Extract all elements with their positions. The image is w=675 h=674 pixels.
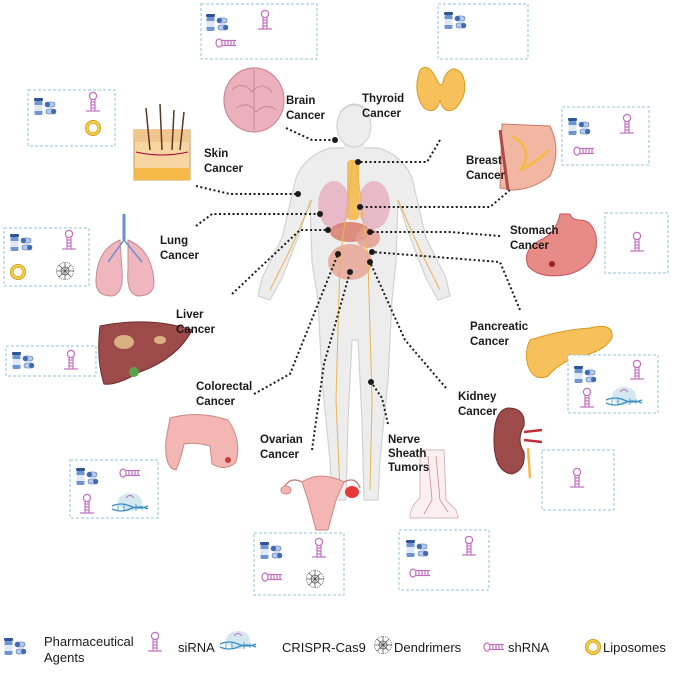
liver-illustration bbox=[98, 321, 193, 385]
treatment-box-stomach bbox=[604, 212, 669, 274]
marker-kidney bbox=[367, 259, 373, 265]
connector-skin bbox=[195, 185, 298, 195]
marker-stomach bbox=[367, 229, 373, 235]
marker-liver bbox=[325, 227, 331, 233]
uterus-illustration bbox=[280, 475, 361, 531]
human-body-illustration bbox=[257, 103, 451, 501]
marker-thyroid bbox=[355, 159, 361, 165]
marker-colon bbox=[335, 251, 341, 257]
treatment-box-liver bbox=[5, 345, 97, 377]
skin-illustration bbox=[133, 103, 191, 181]
marker-skin bbox=[295, 191, 301, 197]
connector-ovarian bbox=[311, 271, 351, 451]
lung-illustration bbox=[95, 214, 155, 297]
legend-liposomes-label: Liposomes bbox=[603, 640, 666, 655]
connector-stomach bbox=[370, 231, 501, 237]
treatment-box-colorectal bbox=[69, 459, 159, 519]
pill-bottle-icon bbox=[3, 637, 27, 656]
shrna-icon bbox=[483, 642, 505, 652]
thyroid-illustration bbox=[416, 66, 466, 112]
legend-crispr: CRISPR-Cas9 bbox=[219, 630, 366, 655]
legend-liposomes: Liposomes bbox=[585, 639, 666, 655]
kidney-illustration bbox=[493, 407, 543, 479]
treatment-box-kidney bbox=[541, 449, 615, 511]
dendrimer-icon bbox=[374, 636, 392, 654]
legend-dendrimers-label: Dendrimers bbox=[394, 640, 462, 655]
marker-brain bbox=[332, 137, 338, 143]
stomach-illustration bbox=[526, 213, 597, 277]
treatment-box-thyroid bbox=[437, 3, 529, 60]
connector-lines bbox=[195, 127, 521, 451]
marker-ovary bbox=[347, 269, 353, 275]
treatment-box-lung bbox=[3, 227, 90, 287]
breast-illustration bbox=[498, 123, 557, 191]
marker-pancreas bbox=[369, 249, 375, 255]
sirna-icon bbox=[147, 631, 163, 652]
marker-nerve bbox=[368, 379, 374, 385]
connector-breast bbox=[360, 189, 511, 208]
marker-lung bbox=[317, 211, 323, 217]
legend-sirna: siRNA bbox=[147, 631, 215, 655]
treatment-box-pancreatic bbox=[567, 354, 659, 414]
connector-brain bbox=[285, 127, 335, 141]
treatment-box-nerve bbox=[398, 529, 490, 591]
brain-illustration bbox=[223, 67, 285, 133]
treatment-box-skin bbox=[27, 89, 116, 147]
marker-breast bbox=[357, 204, 363, 210]
treatment-box-ovarian bbox=[253, 532, 345, 596]
liposome-icon bbox=[585, 639, 601, 655]
legend-crispr-label: CRISPR-Cas9 bbox=[282, 640, 366, 655]
treatment-box-brain bbox=[200, 3, 318, 60]
connector-kidney bbox=[369, 261, 447, 389]
connector-lung bbox=[195, 213, 320, 227]
colon-illustration bbox=[165, 414, 239, 471]
leg-nerve-illustration bbox=[409, 449, 459, 519]
legend-dendrimers: Dendrimers bbox=[374, 636, 462, 655]
legend-sirna-label: siRNA bbox=[178, 640, 215, 655]
connector-colorectal bbox=[253, 253, 339, 395]
legend-shrna: shRNA bbox=[483, 640, 550, 655]
crispr-cas9-icon bbox=[219, 630, 257, 650]
treatment-box-breast bbox=[561, 106, 650, 166]
legend-shrna-label: shRNA bbox=[508, 640, 550, 655]
